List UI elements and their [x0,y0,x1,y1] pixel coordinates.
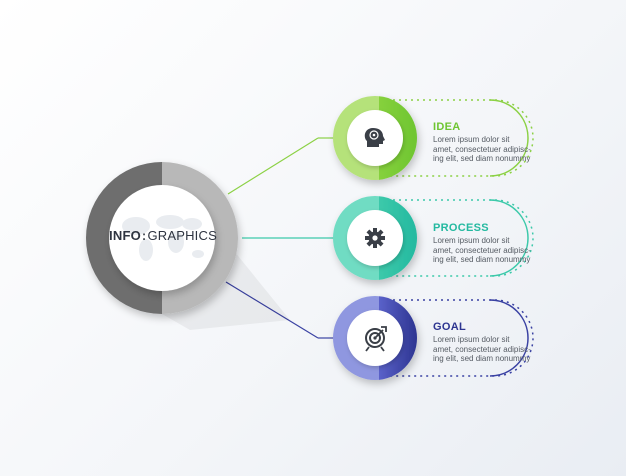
step-body-line: Lorem ipsum dolor sit [433,335,510,344]
process-frame-arc [489,199,529,277]
step-body-line: amet, consectetuer adipisc- [433,245,531,255]
hub-title-left: INFO [109,228,141,243]
step-body-line: amet, consectetuer adipisc- [433,144,531,154]
hub-center [109,185,215,291]
step-title-idea: IDEA [433,121,461,133]
step-body-idea: Lorem ipsum dolor sit amet, consectetuer… [433,135,533,164]
step-title-goal: GOAL [433,321,466,333]
connector-idea [227,137,319,195]
goal-frame-dotted [375,299,534,377]
goal-frame-arc [489,299,529,377]
world-map-icon [122,215,204,261]
target-icon [365,326,387,352]
step-body-line: ing elit, sed diam nonummy [433,354,531,363]
step-body-line: Lorem ipsum dolor sit [433,135,510,144]
step-body-line: Lorem ipsum dolor sit [433,236,510,245]
step-body-line: ing elit, sed diam nonummy [433,154,531,163]
step-body-line: ing elit, sed diam nonummy [433,255,531,264]
hub-title-separator: : [141,228,147,243]
step-title-process: PROCESS [433,222,489,234]
gear-icon [365,228,385,248]
step-body-line: amet, consectetuer adipisc- [433,344,531,354]
process-frame-dotted [375,199,534,277]
connector-goal [225,281,319,339]
idea-frame-dotted [375,99,534,177]
hub-title-right: GRAPHICS [147,228,217,243]
brain-head-icon [364,128,385,147]
hub-title: INFO:GRAPHICS [108,228,218,243]
step-body-goal: Lorem ipsum dolor sit amet, consectetuer… [433,335,533,364]
step-body-process: Lorem ipsum dolor sit amet, consectetuer… [433,236,533,265]
idea-frame-arc [489,99,529,177]
